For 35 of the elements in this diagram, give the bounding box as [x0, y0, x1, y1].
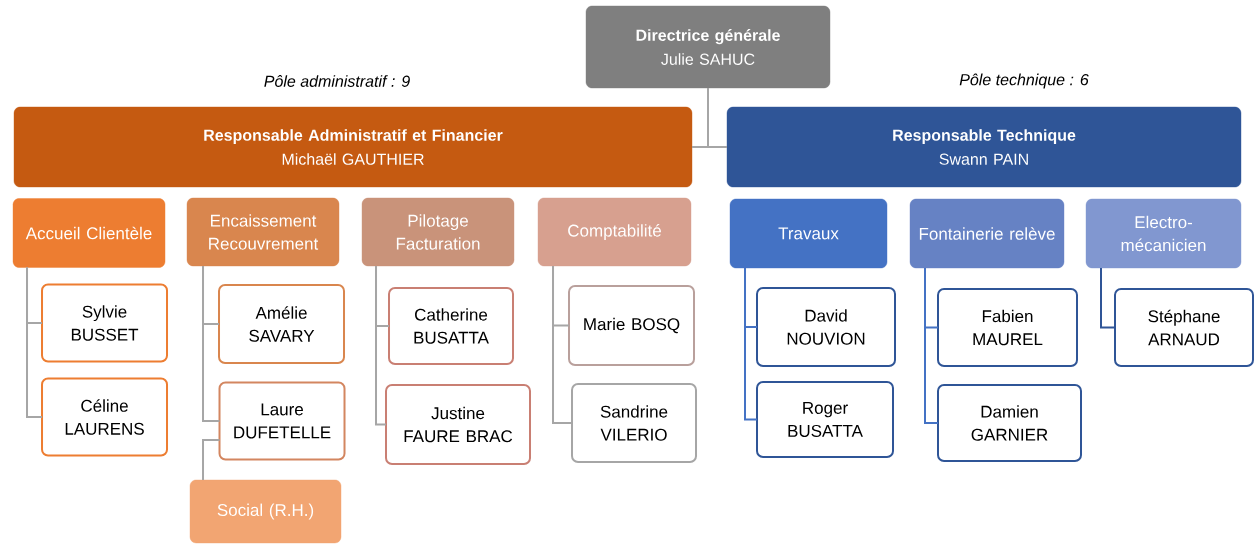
person-box: Stéphane ARNAUD: [1114, 288, 1254, 367]
department-box: Directrice générale Julie SAHUC: [585, 5, 831, 89]
person-box: Céline LAURENS: [41, 377, 168, 457]
person-box: Damien GARNIER: [937, 384, 1082, 462]
connector-line: [202, 439, 221, 481]
person-box: Sandrine VILERIO: [571, 383, 697, 463]
team-box: Travaux: [729, 198, 888, 269]
person-box: David NOUVION: [756, 287, 896, 367]
team-box: Fontainerie relève: [909, 198, 1065, 269]
team-box: Social (R.H.): [189, 479, 342, 544]
connector-line: [1100, 267, 1116, 329]
connector-line: [707, 87, 728, 148]
person-box: Catherine BUSATTA: [388, 287, 514, 365]
section-label: Pôle administratif : 9: [264, 75, 410, 87]
connector-line: [375, 265, 387, 426]
team-box: Accueil Clientèle: [12, 198, 166, 268]
team-box: Encaissement Recouvrement: [186, 197, 340, 267]
person-box: Amélie SAVARY: [218, 284, 345, 364]
team-box: Electro- mécanicien: [1085, 198, 1242, 269]
person-box: Justine FAURE BRAC: [385, 384, 531, 465]
connector-line: [552, 265, 573, 424]
connector-line: [202, 265, 221, 422]
person-box: Roger BUSATTA: [756, 381, 894, 458]
team-box: Comptabilité: [537, 197, 692, 267]
connector-line: [744, 267, 758, 421]
department-box: Responsable Technique Swann PAIN: [726, 106, 1242, 188]
person-box: Laure DUFETELLE: [218, 381, 346, 461]
person-box: Sylvie BUSSET: [41, 283, 168, 363]
section-label: Pôle technique : 6: [959, 73, 1089, 89]
department-box: Responsable Administratif et Financier Michaël GAUTHIER: [13, 106, 693, 188]
team-box: Pilotage Facturation: [361, 197, 515, 267]
person-box: Fabien MAUREL: [937, 288, 1078, 367]
person-box: Marie BOSQ: [568, 285, 695, 366]
connector-line: [26, 266, 43, 418]
connector-line: [924, 267, 939, 424]
